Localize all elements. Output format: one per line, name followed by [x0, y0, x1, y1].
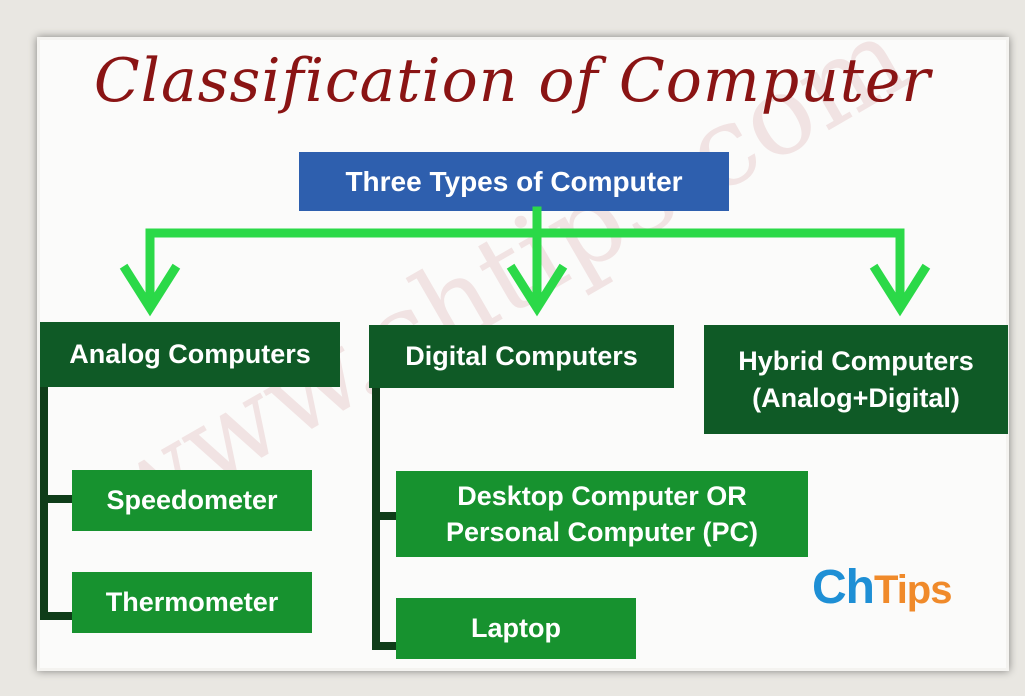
analog-branch-2 — [40, 612, 74, 620]
hybrid-label-line2: (Analog+Digital) — [752, 382, 960, 413]
root-node: Three Types of Computer — [299, 152, 729, 211]
node-thermometer: Thermometer — [72, 572, 312, 633]
logo-part-tips: Tips — [873, 568, 953, 612]
node-desktop-computer: Desktop Computer OR Personal Computer (P… — [396, 471, 808, 557]
diagram-title: Classification of Computer — [93, 46, 932, 116]
digital-branch-1 — [372, 512, 398, 520]
node-digital-computers: Digital Computers — [369, 325, 674, 388]
arrowhead-hybrid — [869, 263, 931, 317]
desktop-label-line1: Desktop Computer OR — [457, 480, 747, 511]
arrowhead-analog — [119, 263, 181, 317]
logo-part-ch: Ch — [812, 561, 875, 614]
desktop-label-line2: Personal Computer (PC) — [445, 517, 759, 547]
node-speedometer: Speedometer — [72, 470, 312, 531]
hybrid-label-line1: Hybrid Computers — [738, 346, 974, 377]
digital-branch-2 — [372, 642, 398, 650]
analog-tree-line — [40, 387, 48, 620]
arrowhead-digital — [506, 263, 568, 317]
node-hybrid-computers: Hybrid Computers (Analog+Digital) — [704, 325, 1008, 434]
analog-branch-1 — [40, 495, 74, 503]
chtips-logo: ChTips — [812, 560, 952, 615]
node-analog-computers: Analog Computers — [40, 322, 340, 387]
node-laptop: Laptop — [396, 598, 636, 659]
